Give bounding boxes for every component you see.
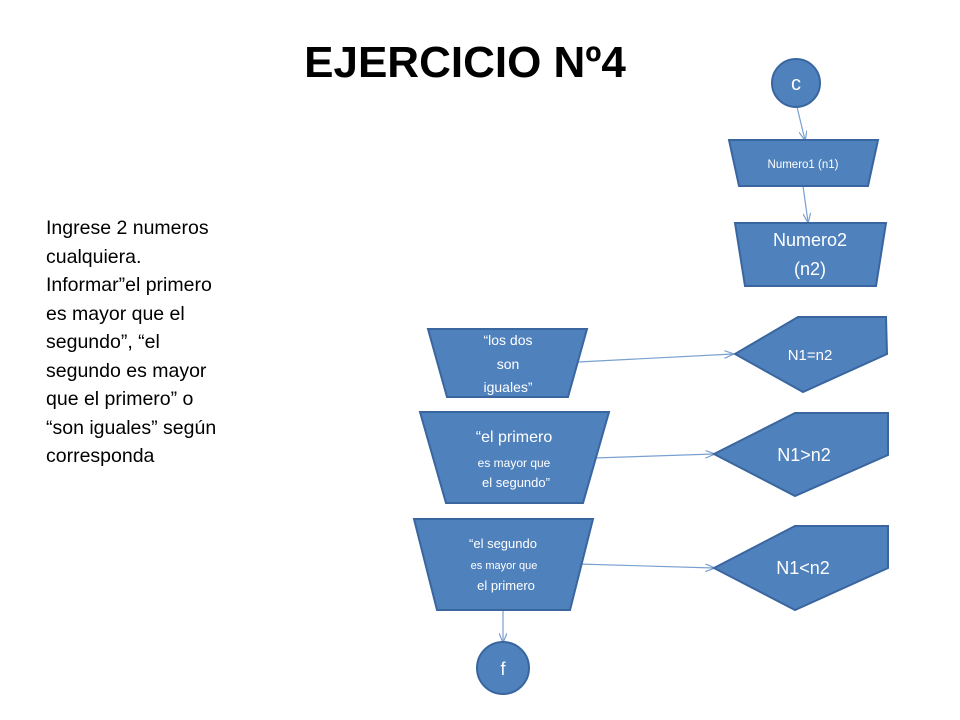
output-equal-node: “los dos son iguales”	[426, 328, 589, 398]
svg-text:c: c	[791, 73, 801, 95]
output-less-node: “el segundo es mayor que el primero	[412, 518, 595, 611]
problem-description: Ingrese 2 numeros cualquiera. Informar”e…	[46, 217, 217, 467]
svg-text:iguales”: iguales”	[483, 379, 532, 395]
start-node: c	[771, 58, 821, 108]
svg-text:el segundo”: el segundo”	[482, 475, 550, 490]
edge-start-input1	[796, 106, 805, 140]
svg-text:f: f	[500, 659, 506, 679]
condition-less-node: N1<n2	[711, 525, 889, 612]
svg-text:N1=n2: N1=n2	[788, 347, 833, 364]
svg-text:es mayor que: es mayor que	[471, 560, 538, 572]
svg-text:N1<n2: N1<n2	[776, 558, 830, 578]
svg-text:es mayor que: es mayor que	[478, 456, 551, 470]
edge-outlt-condlt	[577, 563, 714, 568]
condition-greater-node: N1>n2	[711, 412, 889, 498]
page-title: EJERCICIO Nº4	[304, 38, 626, 87]
svg-text:son: son	[497, 356, 520, 372]
svg-text:“los dos: “los dos	[483, 332, 532, 348]
edge-input1-input2	[802, 185, 808, 222]
input-n2-node: Numero2 (n2)	[733, 222, 888, 287]
svg-text:el primero: el primero	[477, 578, 535, 593]
input-n1-node: Numero1 (n1)	[727, 139, 880, 187]
output-greater-node: “el primero es mayor que el segundo”	[418, 411, 611, 504]
condition-equal-node: N1=n2	[732, 316, 889, 394]
svg-text:“el primero: “el primero	[476, 429, 553, 446]
edge-outgt-condgt	[593, 454, 714, 459]
svg-text:Numero1 (n1): Numero1 (n1)	[768, 159, 839, 171]
edge-outeq-condeq	[577, 354, 733, 363]
svg-text:Numero2: Numero2	[773, 230, 847, 250]
svg-text:“el segundo: “el segundo	[469, 536, 537, 551]
svg-text:(n2): (n2)	[794, 259, 826, 279]
end-node: f	[476, 641, 530, 695]
svg-text:N1>n2: N1>n2	[777, 445, 831, 465]
